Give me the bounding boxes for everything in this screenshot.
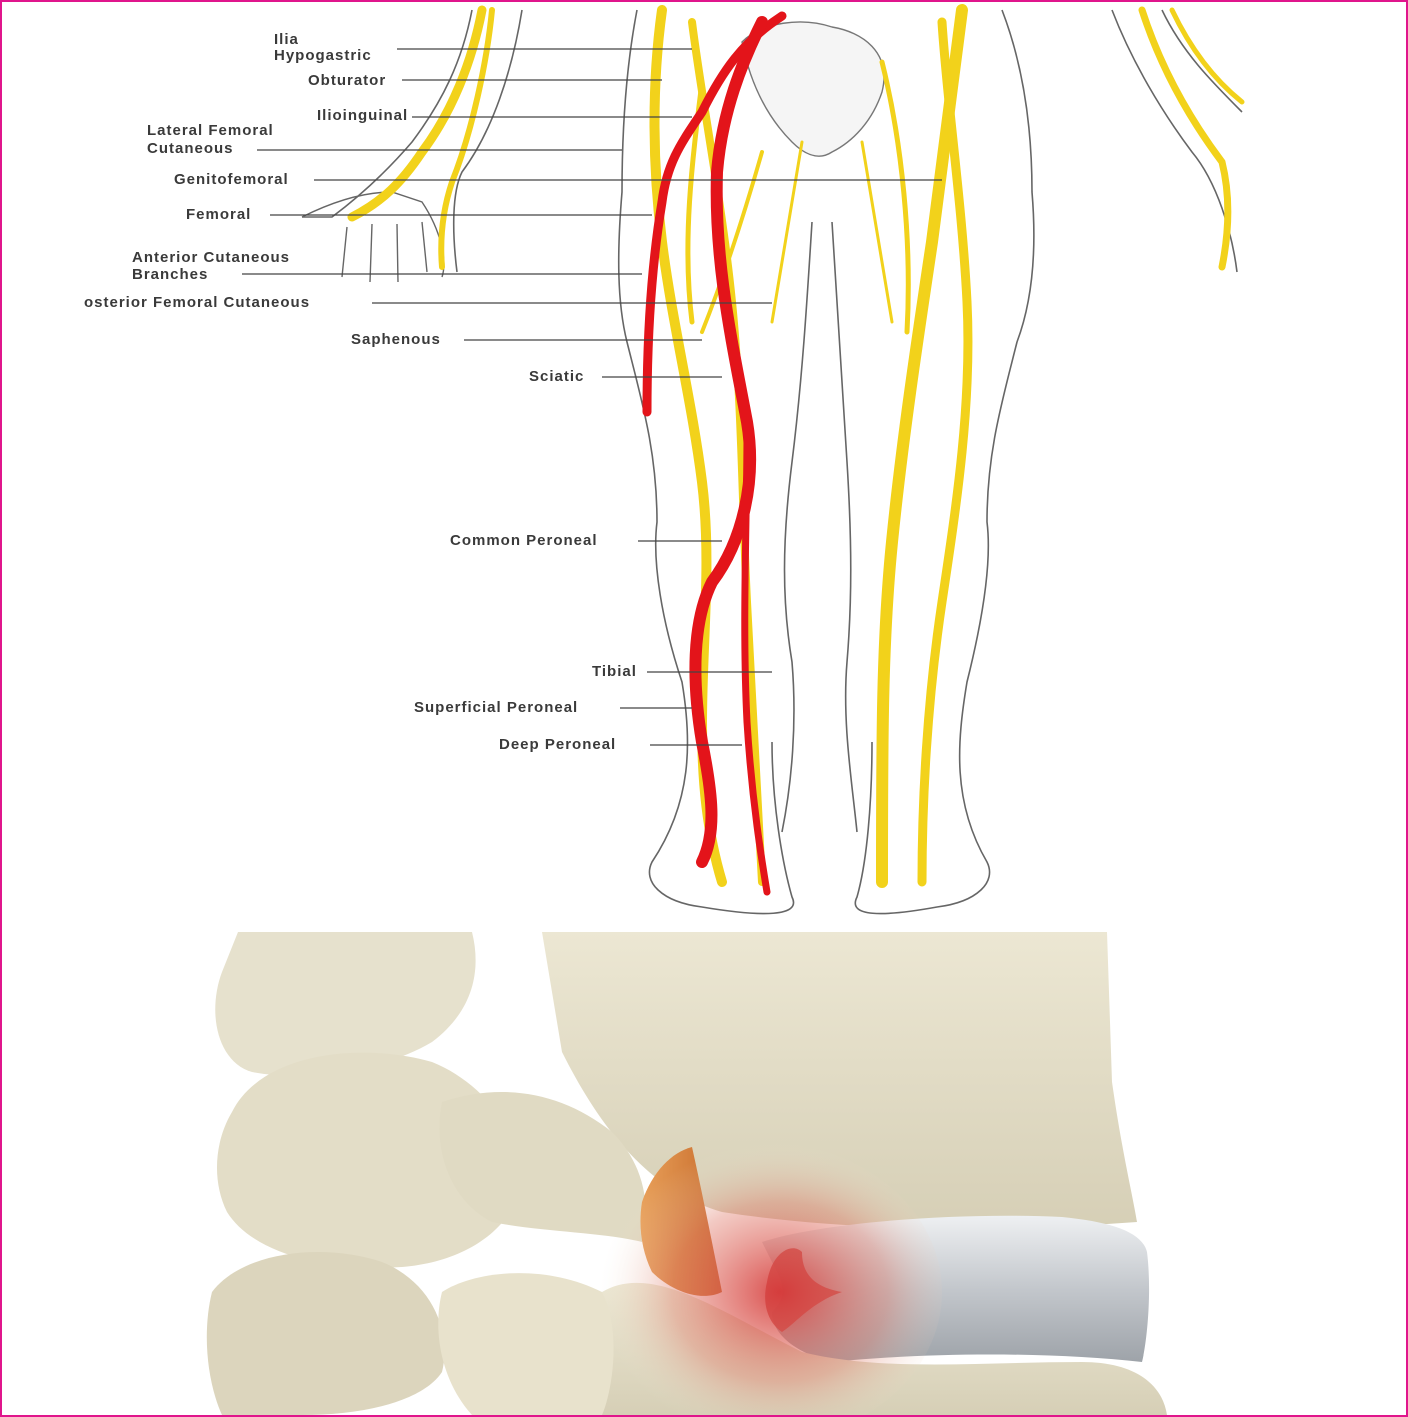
label-obturator: Obturator [308, 73, 386, 88]
label-ilia: Ilia [274, 32, 299, 47]
label-lateral-femoral: Lateral Femoral [147, 123, 274, 138]
label-hypogastric: Hypogastric [274, 48, 372, 63]
label-posterior-femoral-cutaneous: osterior Femoral Cutaneous [84, 295, 310, 310]
label-femoral: Femoral [186, 207, 251, 222]
label-deep-peroneal: Deep Peroneal [499, 737, 616, 752]
herniated-disc-render [2, 932, 1406, 1415]
label-ilioinguinal: Ilioinguinal [317, 108, 408, 123]
label-anterior-cutaneous: Anterior Cutaneous [132, 250, 290, 265]
nerve-diagram: Ilia Hypogastric Obturator Ilioinguinal … [2, 2, 1406, 930]
label-sciatic: Sciatic [529, 369, 584, 384]
label-common-peroneal: Common Peroneal [450, 533, 598, 548]
label-tibial: Tibial [592, 664, 637, 679]
label-superficial-peroneal: Superficial Peroneal [414, 700, 578, 715]
label-branches: Branches [132, 267, 208, 282]
vertebra-illustration [2, 932, 1406, 1415]
label-saphenous: Saphenous [351, 332, 441, 347]
label-genitofemoral: Genitofemoral [174, 172, 289, 187]
label-cutaneous: Cutaneous [147, 141, 234, 156]
